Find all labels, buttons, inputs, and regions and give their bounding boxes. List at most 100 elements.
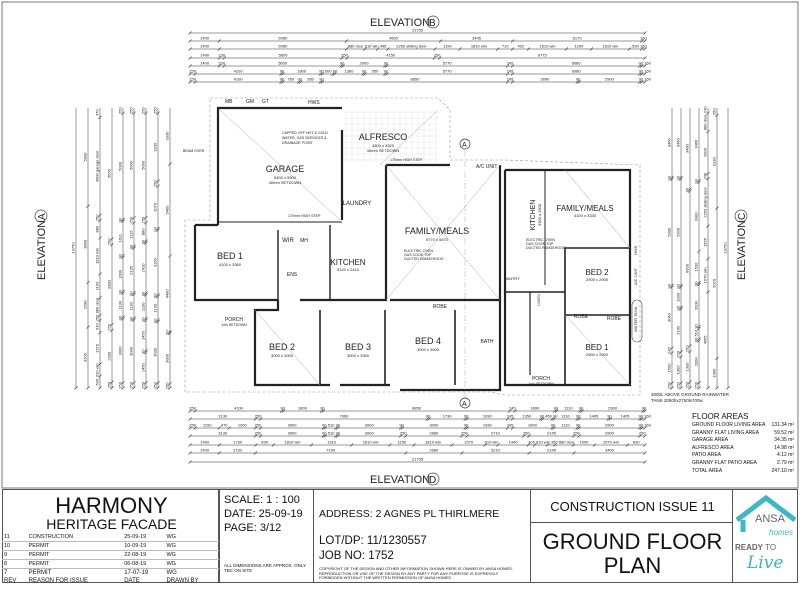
dimension-label: 3210 <box>491 448 501 453</box>
dimension-label: 250 <box>129 381 134 388</box>
dimension-label: 3890 <box>83 239 88 249</box>
dimension-label: 90 <box>384 61 389 66</box>
svg-text:BED 1: BED 1 <box>585 343 609 352</box>
dimension-label: 1110 <box>561 423 570 428</box>
dimension-label: 250 <box>523 431 530 436</box>
dimension-label: 1450 <box>141 330 146 340</box>
revision-rev: 8 <box>2 559 27 569</box>
revision-by: WG <box>166 570 177 576</box>
dimension-label: 2710 <box>491 431 501 436</box>
dimension-label: 160 <box>644 77 651 82</box>
svg-text:ELECTRIC OVEN: ELECTRIC OVEN <box>526 238 555 242</box>
svg-text:ALFRESCO: ALFRESCO <box>359 132 408 142</box>
svg-text:BED 1: BED 1 <box>217 251 243 261</box>
dimension-label: 2000 <box>694 300 699 310</box>
svg-text:KITCHEN: KITCHEN <box>530 200 537 231</box>
dimension-label: 4100 <box>234 77 244 82</box>
svg-text:170mm HIGH STEP: 170mm HIGH STEP <box>288 214 321 218</box>
dimension-label: 3400 <box>605 448 615 453</box>
svg-text:2900 x 2900: 2900 x 2900 <box>586 277 609 282</box>
dimension-label: 510 <box>328 431 335 436</box>
granny-linen: LINEN <box>536 294 541 306</box>
dimension-label: 5600 <box>278 61 288 66</box>
dimension-label: 1810 win <box>425 440 441 445</box>
logo-sub: homes <box>769 528 794 537</box>
svg-text:GARAGE: GARAGE <box>266 164 305 174</box>
hip-lines <box>219 109 631 386</box>
dimension-label: 5070 <box>712 278 717 288</box>
svg-text:HWS: HWS <box>633 245 638 255</box>
svg-text:CAPPED OFF HOT & COLD: CAPPED OFF HOT & COLD <box>282 131 328 135</box>
dimension-label: 880 <box>95 225 100 232</box>
dimension-label: 1730 <box>233 448 243 453</box>
dimension-label: 760 <box>517 44 524 49</box>
dimension-label: 90 <box>694 337 699 342</box>
dimension-label: 90 <box>336 423 341 428</box>
dimension-label: 2680 <box>429 431 439 436</box>
dimension-label: 470 <box>95 109 100 116</box>
floor-area-value: 2.79 m² <box>777 459 794 466</box>
svg-text:ELEVATION: ELEVATION <box>36 220 48 280</box>
svg-text:ELEVATION: ELEVATION <box>370 474 430 486</box>
revision-reason: PERMIT <box>26 541 123 551</box>
dimension-label: 250 <box>676 381 681 388</box>
dimension-label: 90 <box>118 315 123 320</box>
svg-text:3120 x 2410: 3120 x 2410 <box>337 267 360 272</box>
revision-by: WG <box>164 541 219 551</box>
dimension-label: 250 <box>341 53 348 58</box>
dimension-label: 710 <box>502 44 509 49</box>
svg-text:BED 2: BED 2 <box>585 268 609 277</box>
dimension-label: 240 <box>703 106 708 113</box>
project-name-cell: HARMONY HERITAGE FACADE <box>2 489 219 583</box>
dimension-label: 90 <box>685 187 690 192</box>
dimension-label: 1800 <box>298 406 308 411</box>
dimension-label: 1130 <box>153 303 158 312</box>
logo-tagline: READY TO <box>735 543 777 552</box>
water-tank <box>631 299 643 343</box>
dimension-label: 3000 <box>165 353 170 363</box>
dimension-label: 1570 <box>464 440 474 445</box>
lot-dp: LOT/DP: 11/1230557 <box>319 535 427 547</box>
room-bath: BATH <box>481 339 494 345</box>
dimension-label: 1440 <box>509 440 519 445</box>
dimension-label: 90 <box>426 414 431 419</box>
plan-notes: CAPPED OFF HOT & COLD WATER, GAS SERVICE… <box>183 99 730 403</box>
dimension-label: 3000 <box>153 347 158 357</box>
dimension-label: 1730 <box>443 414 453 419</box>
svg-text:5770 x 5570: 5770 x 5570 <box>426 237 449 242</box>
dimension-label: 1150 <box>398 440 407 445</box>
dimension-label: 240 <box>703 172 708 179</box>
dimension-label: 1130 <box>129 301 134 310</box>
dimension-label: 3000 <box>118 346 123 356</box>
dimension-label: 250 <box>141 216 146 223</box>
svg-text:HWS: HWS <box>308 100 320 106</box>
dimension-label: 245 <box>507 77 514 82</box>
svg-text:A: A <box>37 213 48 220</box>
revision-by: WG <box>164 559 219 569</box>
dimension-label: 830 <box>261 440 268 445</box>
dimension-label: 90 <box>676 283 681 288</box>
dimension-label: 6080 <box>572 61 582 66</box>
dimension-label: 90 <box>319 69 324 74</box>
svg-text:FAMILY/MEALS: FAMILY/MEALS <box>556 204 613 213</box>
dimension-label: 1400 <box>200 53 210 58</box>
dimension-label: 90 <box>153 293 158 298</box>
dimension-label: 90 <box>642 406 647 411</box>
dimension-label: 8850 <box>410 77 420 82</box>
svg-text:PORCH: PORCH <box>225 317 243 323</box>
floor-area-label: GRANNY FLAT PATIO AREA <box>692 459 757 466</box>
